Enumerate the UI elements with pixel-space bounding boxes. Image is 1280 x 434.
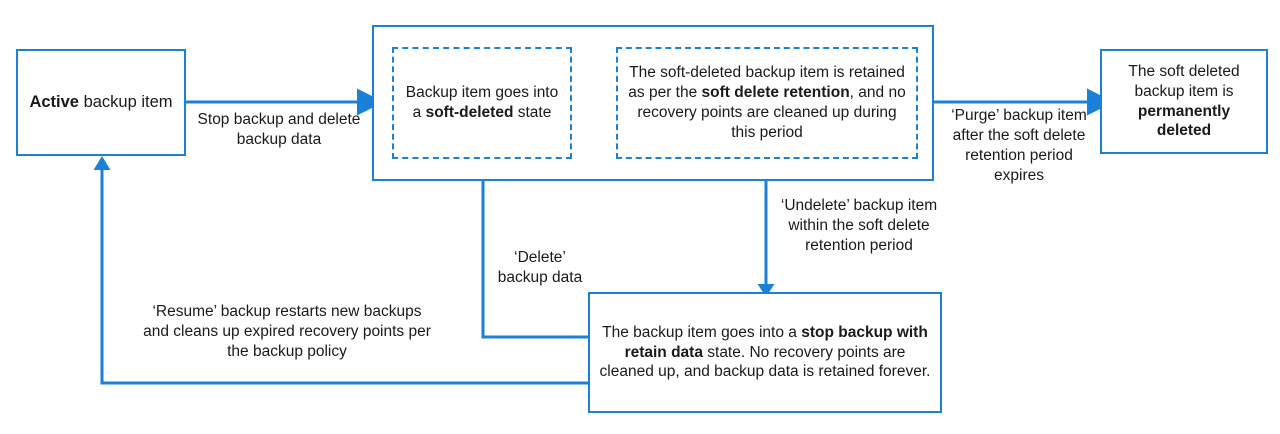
edge-label-purge-backup-item: ‘Purge’ backup item after the soft delet… (951, 107, 1087, 185)
node-soft-delete-retention-bold: soft delete retention (701, 84, 850, 102)
node-soft-delete-retention-suffix: , and no recovery points are cleaned up … (637, 84, 906, 141)
node-soft-deleted-state-suffix: state (513, 104, 552, 121)
node-soft-deleted-state-text: Backup item goes into a soft-deleted sta… (394, 83, 570, 123)
node-stop-backup-with-retain-data-text: The backup item goes into a stop backup … (590, 323, 940, 382)
edge-label-stop-backup-and-delete-backup-data: Stop backup and delete backup data (197, 111, 361, 149)
node-permanently-deleted[interactable]: The soft deleted backup item is permanen… (1100, 49, 1268, 154)
node-soft-delete-retention-text: The soft-deleted backup item is retained… (618, 63, 916, 142)
node-stop-backup-with-retain-data-prefix: The backup item goes into a (602, 323, 802, 341)
node-stop-backup-with-retain-data-suffix: state. No recovery points are cleaned up… (599, 343, 931, 381)
edge-label-delete-backup-data: ‘Delete’ backup data (497, 249, 583, 287)
node-soft-deleted-state[interactable]: Backup item goes into a soft-deleted sta… (392, 47, 572, 159)
node-permanently-deleted-bold: permanently deleted (1137, 102, 1231, 140)
node-permanently-deleted-text: The soft deleted backup item is permanen… (1102, 62, 1266, 141)
node-soft-delete-retention[interactable]: The soft-deleted backup item is retained… (616, 47, 918, 159)
node-active-backup-item-text: Active backup item (18, 92, 184, 113)
node-active-backup-item-bold: Active (29, 92, 79, 111)
edge-label-resume-backup: ‘Resume’ backup restarts new backups and… (143, 303, 431, 361)
node-soft-delete-retention-prefix: The soft-deleted backup item is retained… (628, 64, 905, 102)
node-permanently-deleted-prefix: The soft deleted backup item is (1128, 62, 1240, 100)
node-stop-backup-with-retain-data-bold: stop backup with retain data (624, 323, 928, 361)
node-soft-deleted-state-bold: soft-deleted (425, 104, 514, 121)
node-active-backup-item[interactable]: Active backup item (16, 49, 186, 156)
node-stop-backup-with-retain-data[interactable]: The backup item goes into a stop backup … (588, 292, 942, 413)
edge-label-undelete-backup-item: ‘Undelete’ backup item within the soft d… (780, 197, 938, 255)
node-active-backup-item-rest: backup item (78, 92, 173, 111)
node-soft-deleted-state-prefix: Backup item goes into a (405, 84, 559, 121)
